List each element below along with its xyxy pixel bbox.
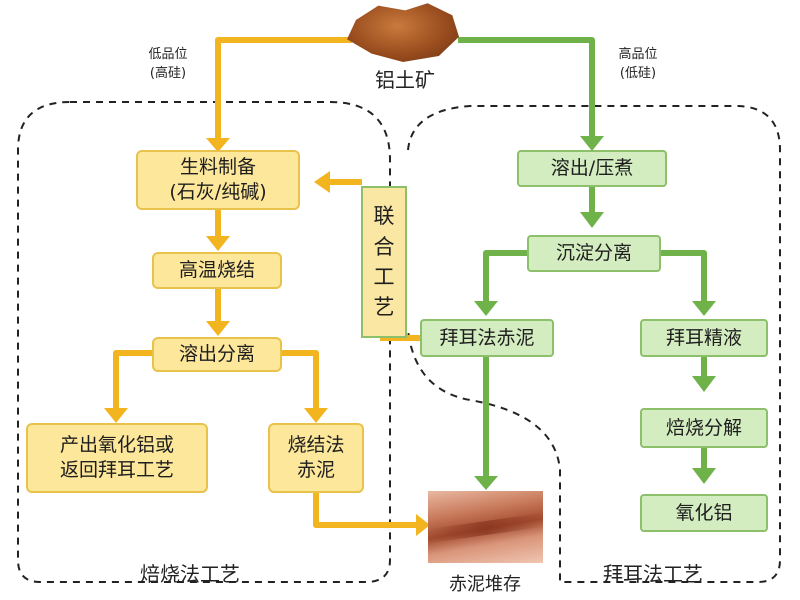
arrow-head: [474, 476, 498, 490]
storage-label: 赤泥堆存: [449, 574, 521, 595]
arrow-head: [206, 138, 230, 152]
right-branch-line2: (低硅): [619, 65, 657, 81]
arrow-head: [304, 408, 328, 423]
arrow-head: [314, 171, 330, 193]
alumina-box: 氧化铝: [640, 494, 768, 532]
ore-to-raw-line: [215, 37, 352, 140]
arrow-head: [580, 212, 604, 228]
sinter-mud-box: 烧结法 赤泥: [268, 423, 364, 493]
sintering-region: [17, 101, 391, 583]
high-temp-box: 高温烧结: [152, 252, 282, 289]
left-branch-label: 低品位 (高硅): [128, 46, 208, 84]
arrow-head: [692, 468, 716, 484]
combined-char: 联: [373, 204, 395, 229]
settle-split-right: [660, 250, 707, 303]
left-branch-line2: (高硅): [149, 65, 187, 81]
raw-prep-line1: 生料制备: [179, 156, 256, 179]
bayer-region: [407, 105, 781, 583]
leach-split-line-right: [282, 350, 319, 410]
product-line2: 返回拜耳工艺: [59, 459, 174, 481]
settle-split-left: [483, 250, 527, 303]
combined-char: 合: [373, 234, 395, 259]
liquor-box: 拜耳精液: [640, 319, 768, 357]
combined-char: 工: [373, 265, 395, 289]
arrow-head: [206, 321, 230, 336]
calcine-box: 焙烧分解: [640, 408, 768, 448]
left-branch-line1: 低品位: [148, 47, 188, 62]
arrow-head: [206, 236, 230, 251]
bayer-mud-box: 拜耳法赤泥: [420, 319, 554, 357]
sinter-mud-line1: 烧结法: [287, 434, 345, 457]
combined-char: 艺: [373, 295, 395, 320]
settle-box: 沉淀分离: [527, 235, 661, 272]
combined-process-box: 联 合 工 艺: [361, 186, 407, 338]
red-mud-image: [428, 491, 543, 563]
leach-sep-box: 溶出分离: [152, 337, 282, 372]
product-line1: 产出氧化铝或: [59, 434, 174, 457]
bayer-title: 拜耳法工艺: [603, 562, 703, 586]
arrow-head: [416, 514, 430, 536]
raw-prep-line2: (石灰/纯碱): [169, 181, 267, 203]
sinter-mud-to-storage-line: [313, 492, 418, 528]
digest-box: 溶出/压煮: [517, 150, 667, 187]
sinter-mud-line2: 赤泥: [296, 459, 335, 481]
arrow-head: [692, 376, 716, 392]
sintering-title: 焙烧法工艺: [140, 562, 240, 586]
arrow-head: [104, 408, 128, 423]
right-branch-label: 高品位 (低硅): [598, 46, 678, 84]
arrow-head: [580, 136, 604, 151]
source-label: 铝土矿: [375, 68, 435, 92]
product-box: 产出氧化铝或 返回拜耳工艺: [26, 423, 208, 493]
raw-prep-box: 生料制备 (石灰/纯碱): [136, 150, 300, 210]
ore-to-digest-line: [458, 37, 595, 138]
arrow-head: [692, 301, 716, 316]
leach-split-line: [113, 350, 155, 410]
right-branch-line1: 高品位: [618, 47, 658, 62]
arrow-head: [474, 301, 498, 316]
